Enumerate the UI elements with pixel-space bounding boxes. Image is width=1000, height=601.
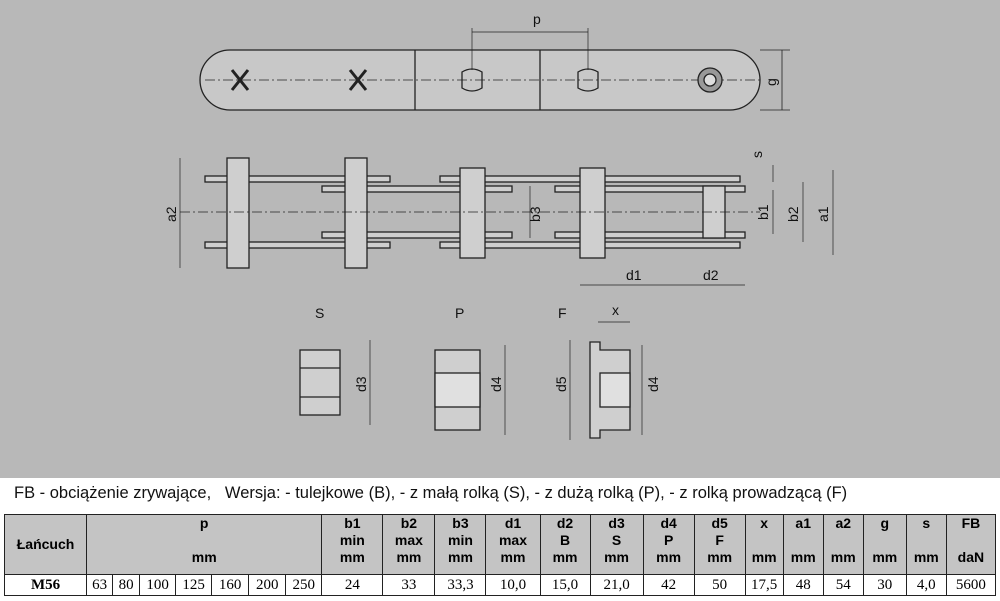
cell-p: 160 — [211, 574, 250, 596]
cell-p: 250 — [285, 574, 323, 596]
chain-section-view — [179, 157, 834, 286]
cell-d5: 50 — [693, 574, 746, 596]
link-plate-top-view — [199, 28, 790, 111]
dim-x-label: x — [612, 302, 619, 318]
cell-p: 200 — [248, 574, 287, 596]
chain-technical-drawing: p g s a2 b3 b1 b2 a1 d1 d2 S P F x d3 d4… — [0, 0, 1000, 478]
variant-f-label: F — [558, 305, 567, 321]
cell-a1: 48 — [782, 574, 824, 596]
dim-a2-label: a2 — [163, 206, 179, 222]
cell-b3: 33,3 — [434, 574, 487, 596]
cell-fb: 5600 — [945, 574, 997, 596]
variant-p-label: P — [455, 305, 464, 321]
roller-s-detail — [299, 340, 371, 425]
cell-p: 63 — [86, 574, 114, 596]
dim-d3-label: d3 — [353, 376, 369, 392]
dim-b2-label: b2 — [785, 206, 801, 222]
variant-s-label: S — [315, 305, 324, 321]
header-chain: Łańcuch — [3, 514, 88, 575]
dim-p-label: p — [533, 11, 541, 27]
cell-d1: 10,0 — [485, 574, 541, 596]
table-row: M56 63 80 100 125 160 200 250 24 33 33,3… — [3, 574, 997, 596]
roller-p-detail — [434, 345, 506, 435]
cell-b2: 33 — [382, 574, 436, 596]
header-p: p mm — [86, 514, 323, 575]
cell-d3: 21,0 — [589, 574, 644, 596]
cell-p: 100 — [139, 574, 177, 596]
cell-s: 4,0 — [905, 574, 947, 596]
cell-p: 125 — [175, 574, 213, 596]
dim-d1-label: d1 — [626, 267, 642, 283]
cell-d4: 42 — [642, 574, 695, 596]
cell-a2: 54 — [822, 574, 864, 596]
dim-s-label: s — [749, 151, 765, 158]
dim-d4-f-label: d4 — [645, 376, 661, 392]
header-p-label: p — [199, 515, 209, 531]
cell-d2: 15,0 — [539, 574, 591, 596]
legend-text: FB - obciążenie zrywające, Wersja: - tul… — [14, 484, 848, 502]
cell-g: 30 — [862, 574, 907, 596]
dim-a1-label: a1 — [815, 206, 831, 222]
cell-chain: M56 — [3, 574, 88, 596]
dim-d4-label: d4 — [488, 376, 504, 392]
dim-b3-label: b3 — [527, 206, 543, 222]
cell-x: 17,5 — [744, 574, 784, 596]
header-p-unit: mm — [191, 549, 217, 565]
dim-d5-label: d5 — [553, 376, 569, 392]
cell-b1: 24 — [321, 574, 384, 596]
roller-f-detail — [569, 321, 643, 440]
dim-b1-label: b1 — [755, 204, 771, 220]
dim-d2-label: d2 — [703, 267, 719, 283]
dim-g-label: g — [763, 78, 779, 86]
cell-p: 80 — [112, 574, 141, 596]
